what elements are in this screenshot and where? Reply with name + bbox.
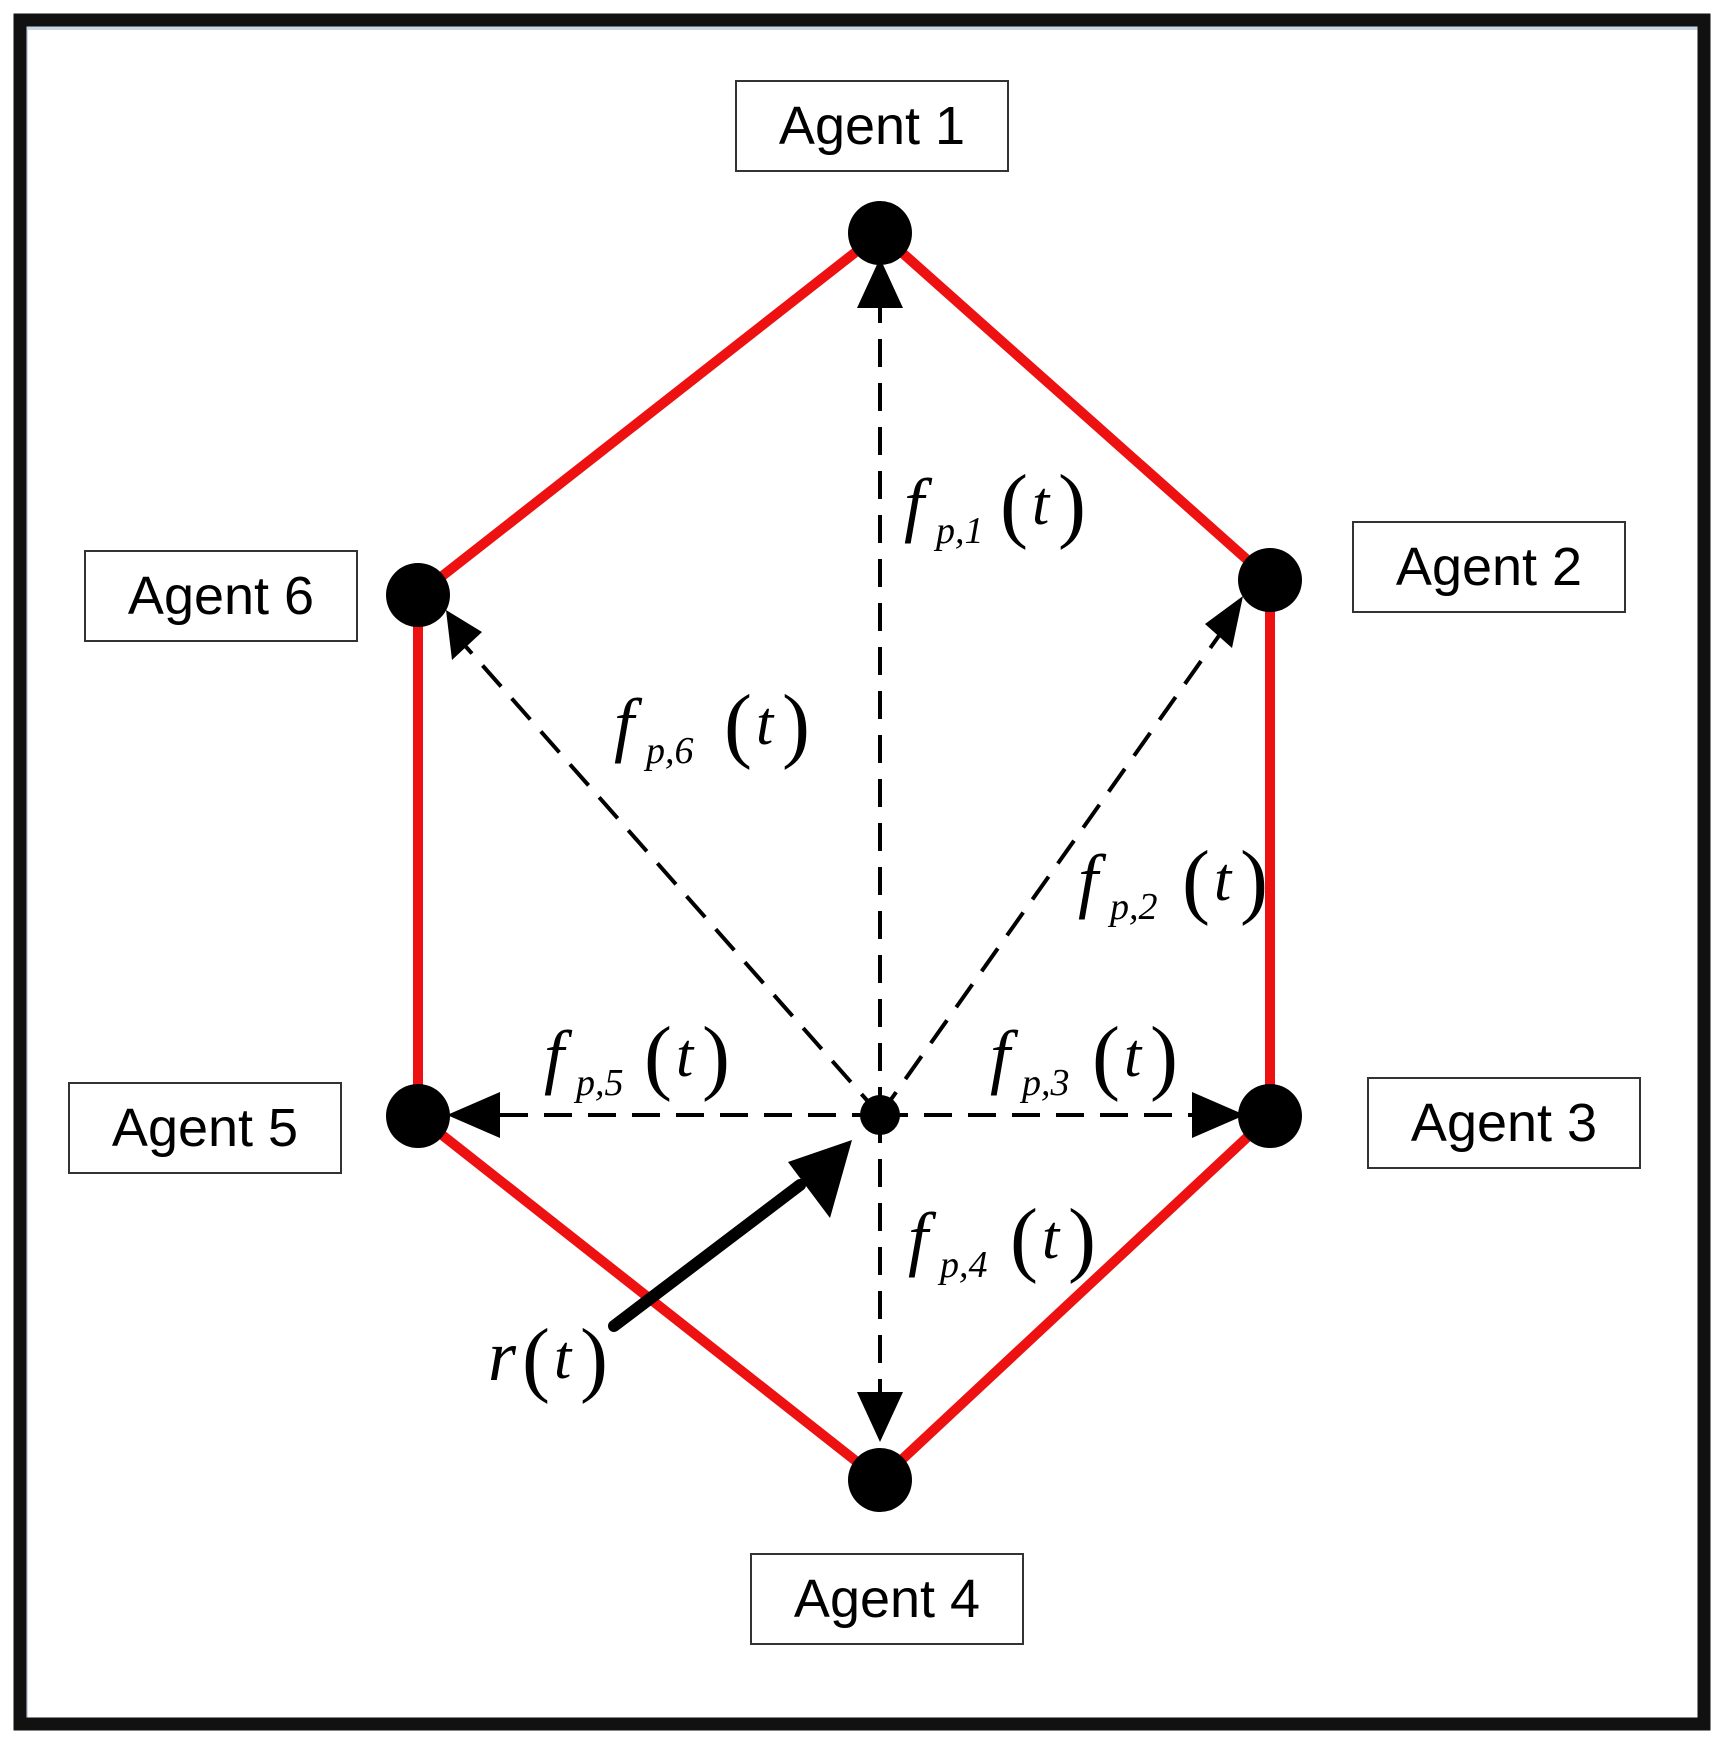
agent-box-1: Agent 1 <box>735 80 1009 172</box>
arrowhead-agent-5 <box>447 1092 500 1138</box>
edge-6-1 <box>413 228 885 600</box>
subscript: p,5 <box>573 1062 624 1104</box>
open-paren: ( <box>1000 458 1028 551</box>
reference-arrow-shaft <box>608 1179 806 1332</box>
close-paren: ) <box>782 678 810 771</box>
symbol-f: f <box>908 1198 937 1278</box>
agent-label: Agent 1 <box>779 96 965 156</box>
label-fp2: f p,2 ( t ) <box>1078 834 1268 928</box>
close-paren: ) <box>580 1312 608 1405</box>
node-agent-3 <box>1238 1084 1302 1148</box>
vector-labels: f p,1 ( t ) f p,6 ( t ) f p,2 ( t ) f p,… <box>488 458 1268 1405</box>
close-paren: ) <box>702 1010 730 1103</box>
symbol-r: r <box>488 1316 517 1396</box>
agent-box-2: Agent 2 <box>1352 521 1626 613</box>
symbol-f: f <box>614 684 643 764</box>
frame-border <box>13 13 1711 1731</box>
edge-1-2 <box>875 228 1275 585</box>
subscript: p,3 <box>1019 1062 1070 1104</box>
argument: t <box>1124 1022 1143 1090</box>
node-agent-4 <box>848 1448 912 1512</box>
edge-3-4 <box>875 1111 1275 1485</box>
arrowhead-agent-1 <box>857 258 903 308</box>
agent-label: Agent 3 <box>1411 1093 1597 1153</box>
open-paren: ( <box>724 678 752 771</box>
open-paren: ( <box>644 1010 672 1103</box>
argument: t <box>1214 846 1233 914</box>
agent-box-3: Agent 3 <box>1367 1077 1641 1169</box>
argument: t <box>1032 470 1051 538</box>
symbol-f: f <box>990 1016 1019 1096</box>
argument: t <box>1042 1204 1061 1272</box>
vector-arrowheads <box>446 258 1245 1442</box>
label-fp4: f p,4 ( t ) <box>908 1192 1096 1286</box>
agent-label: Agent 4 <box>794 1569 980 1629</box>
close-paren: ) <box>1150 1010 1178 1103</box>
subscript: p,1 <box>933 510 984 552</box>
arrowhead-agent-4 <box>857 1392 903 1442</box>
vector-to-agent-6 <box>458 638 882 1117</box>
argument: t <box>756 690 775 758</box>
reference-arrowhead <box>788 1140 852 1218</box>
formation-edges <box>413 228 1275 1485</box>
formation-vectors <box>458 300 1225 1395</box>
node-agent-1 <box>848 201 912 265</box>
symbol-f: f <box>544 1016 573 1096</box>
subscript: p,6 <box>643 730 694 772</box>
node-agent-5 <box>386 1084 450 1148</box>
close-paren: ) <box>1068 1192 1096 1285</box>
label-fp1: f p,1 ( t ) <box>904 458 1086 552</box>
open-paren: ( <box>1182 834 1210 927</box>
node-agent-6 <box>386 563 450 627</box>
open-paren: ( <box>522 1312 550 1405</box>
arrowhead-agent-3 <box>1192 1092 1245 1138</box>
agent-labels: Agent 1 Agent 2 Agent 3 Agent 4 Agent 5 … <box>68 80 1641 1645</box>
close-paren: ) <box>1058 458 1086 551</box>
symbol-f: f <box>1078 840 1107 920</box>
subscript: p,4 <box>937 1244 988 1286</box>
open-paren: ( <box>1010 1192 1038 1285</box>
agent-nodes <box>386 201 1302 1512</box>
label-reference: r ( t ) <box>488 1312 608 1405</box>
label-fp3: f p,3 ( t ) <box>990 1010 1178 1104</box>
label-fp6: f p,6 ( t ) <box>614 678 810 772</box>
close-paren: ) <box>1240 834 1268 927</box>
vector-to-agent-2 <box>878 628 1225 1117</box>
argument: t <box>554 1324 573 1392</box>
node-agent-2 <box>1238 548 1302 612</box>
agent-label: Agent 2 <box>1396 537 1582 597</box>
subscript: p,2 <box>1107 886 1158 928</box>
agent-label: Agent 6 <box>128 566 314 626</box>
agent-box-4: Agent 4 <box>750 1553 1024 1645</box>
argument: t <box>676 1022 695 1090</box>
agent-box-6: Agent 6 <box>84 550 358 642</box>
arrowhead-agent-6 <box>446 610 482 660</box>
node-center <box>860 1095 900 1135</box>
agent-box-5: Agent 5 <box>68 1082 342 1174</box>
arrowhead-agent-2 <box>1205 596 1243 648</box>
label-fp5: f p,5 ( t ) <box>544 1010 730 1104</box>
symbol-f: f <box>904 464 933 544</box>
open-paren: ( <box>1092 1010 1120 1103</box>
agent-label: Agent 5 <box>112 1098 298 1158</box>
